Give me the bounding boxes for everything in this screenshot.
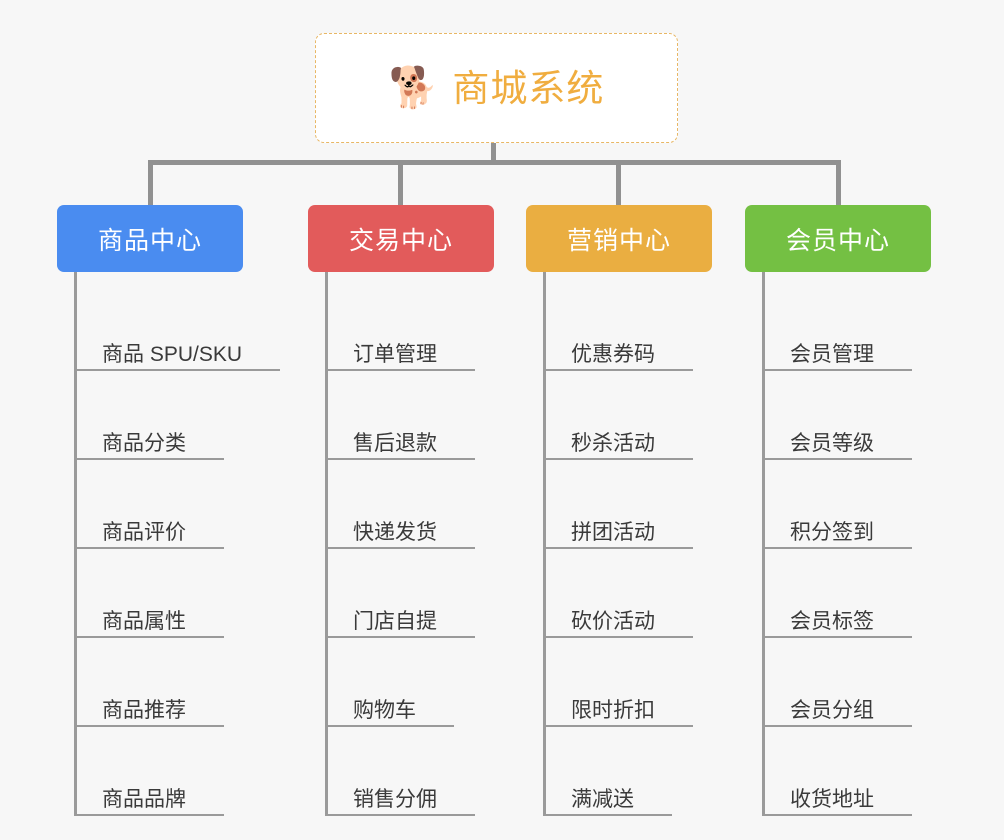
category-card-product-center[interactable]: 商品中心 bbox=[57, 205, 243, 272]
leaf-item-label: 优惠券码 bbox=[571, 342, 655, 366]
leaf-item-label: 收货地址 bbox=[790, 787, 874, 811]
connector-drop-member-center bbox=[836, 160, 841, 207]
leaf-item-label: 砍价活动 bbox=[571, 609, 655, 633]
category-column-product-center: 商品中心商品 SPU/SKU 商品分类商品评价商品属性商品推荐商品品牌 bbox=[57, 205, 281, 816]
leaf-item[interactable]: 商品 SPU/SKU bbox=[74, 311, 281, 371]
column-spine-member-center bbox=[762, 272, 765, 816]
leaf-item-label: 积分签到 bbox=[790, 520, 874, 544]
leaf-item[interactable]: 会员标签 bbox=[762, 578, 912, 638]
leaf-item-label: 商品推荐 bbox=[102, 698, 186, 722]
connector-root-stem bbox=[491, 143, 496, 165]
leaf-item-label: 拼团活动 bbox=[571, 520, 655, 544]
leaf-item[interactable]: 售后退款 bbox=[325, 400, 475, 460]
leaf-item-label: 会员标签 bbox=[790, 609, 874, 633]
leaf-item-label: 快递发货 bbox=[353, 520, 437, 544]
leaf-item-label: 会员管理 bbox=[790, 342, 874, 366]
category-card-label: 商品中心 bbox=[97, 226, 202, 255]
leaf-item[interactable]: 商品分类 bbox=[74, 400, 224, 460]
leaf-item[interactable]: 销售分佣 bbox=[325, 756, 475, 816]
category-card-trade-center[interactable]: 交易中心 bbox=[308, 205, 494, 272]
category-card-label: 营销中心 bbox=[566, 226, 671, 255]
column-spine-product-center bbox=[74, 272, 77, 816]
leaf-item[interactable]: 会员管理 bbox=[762, 311, 912, 371]
leaf-item[interactable]: 商品属性 bbox=[74, 578, 224, 638]
leaf-item-label: 商品属性 bbox=[102, 609, 186, 633]
leaf-item[interactable]: 快递发货 bbox=[325, 489, 475, 549]
leaf-item-label: 购物车 bbox=[353, 698, 416, 722]
category-column-marketing-center: 营销中心优惠券码秒杀活动拼团活动砍价活动限时折扣满减送 bbox=[526, 205, 712, 816]
leaf-item-label: 满减送 bbox=[571, 787, 634, 811]
column-spine-trade-center bbox=[325, 272, 328, 816]
category-card-label: 交易中心 bbox=[348, 226, 453, 255]
leaf-item-label: 会员等级 bbox=[790, 431, 874, 455]
leaf-item-label: 商品品牌 bbox=[102, 787, 186, 811]
category-column-member-center: 会员中心会员管理会员等级积分签到会员标签会员分组收货地址 bbox=[745, 205, 931, 816]
leaf-item[interactable]: 满减送 bbox=[543, 756, 672, 816]
leaf-item[interactable]: 限时折扣 bbox=[543, 667, 693, 727]
leaf-item-label: 商品 SPU/SKU bbox=[102, 342, 243, 366]
category-card-member-center[interactable]: 会员中心 bbox=[745, 205, 931, 272]
leaf-item[interactable]: 商品品牌 bbox=[74, 756, 224, 816]
leaf-item[interactable]: 积分签到 bbox=[762, 489, 912, 549]
leaf-item-label: 商品评价 bbox=[102, 520, 186, 544]
shiba-dog-icon: 🐕 bbox=[388, 66, 439, 110]
leaf-item-label: 门店自提 bbox=[353, 609, 437, 633]
leaf-item[interactable]: 优惠券码 bbox=[543, 311, 693, 371]
leaf-item-label: 会员分组 bbox=[790, 698, 874, 722]
category-column-trade-center: 交易中心订单管理售后退款快递发货门店自提购物车销售分佣 bbox=[308, 205, 494, 816]
leaf-item[interactable]: 门店自提 bbox=[325, 578, 475, 638]
leaf-item-label: 售后退款 bbox=[353, 431, 437, 455]
root-node-shop-system[interactable]: 🐕 商城系统 bbox=[315, 33, 678, 143]
leaf-item-label: 秒杀活动 bbox=[571, 431, 655, 455]
leaf-item[interactable]: 订单管理 bbox=[325, 311, 475, 371]
leaf-item[interactable]: 会员等级 bbox=[762, 400, 912, 460]
leaf-item[interactable]: 拼团活动 bbox=[543, 489, 693, 549]
root-node-title: 商城系统 bbox=[452, 67, 605, 109]
connector-drop-marketing-center bbox=[616, 160, 621, 207]
leaf-item[interactable]: 商品推荐 bbox=[74, 667, 224, 727]
leaf-item[interactable]: 秒杀活动 bbox=[543, 400, 693, 460]
leaf-item-label: 限时折扣 bbox=[571, 698, 655, 722]
category-card-marketing-center[interactable]: 营销中心 bbox=[526, 205, 712, 272]
leaf-item[interactable]: 收货地址 bbox=[762, 756, 912, 816]
category-card-label: 会员中心 bbox=[785, 226, 890, 255]
connector-drop-product-center bbox=[148, 160, 153, 207]
leaf-item-label: 销售分佣 bbox=[353, 787, 437, 811]
column-spine-marketing-center bbox=[543, 272, 546, 816]
connector-drop-trade-center bbox=[398, 160, 403, 207]
leaf-item[interactable]: 砍价活动 bbox=[543, 578, 693, 638]
leaf-item[interactable]: 会员分组 bbox=[762, 667, 912, 727]
leaf-item-label: 订单管理 bbox=[353, 342, 437, 366]
leaf-item[interactable]: 商品评价 bbox=[74, 489, 224, 549]
leaf-item-label: 商品分类 bbox=[102, 431, 186, 455]
leaf-item[interactable]: 购物车 bbox=[325, 667, 454, 727]
connector-horizontal-bar bbox=[148, 160, 841, 165]
